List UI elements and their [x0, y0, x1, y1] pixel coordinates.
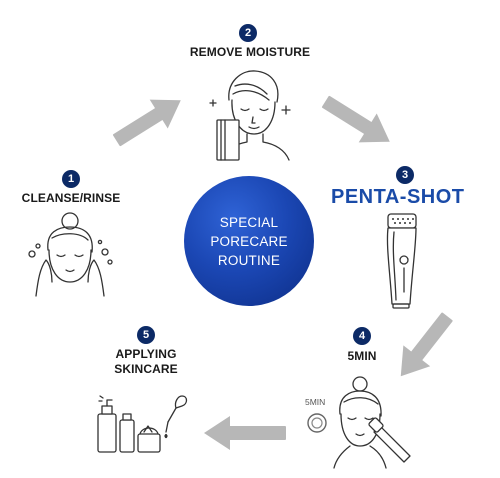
step-1-badge: 1 — [62, 170, 80, 188]
center-title-line-1: SPECIAL — [219, 214, 279, 230]
timer-icon — [307, 413, 327, 433]
penta-shot-brand: PENTA-SHOT — [331, 186, 465, 208]
step-2-badge: 2 — [239, 24, 257, 42]
step-1-label: CLEANSE/RINSE — [21, 191, 121, 205]
cleansing-face-illustration — [28, 212, 113, 297]
penta-shot-device-illustration — [386, 213, 417, 309]
center-routine-circle: SPECIAL PORECARE ROUTINE — [184, 176, 314, 306]
towel-face-illustration — [209, 70, 291, 161]
center-title-line-2: PORECARE — [210, 233, 288, 249]
timer-label: 5MIN — [305, 397, 326, 407]
step-4-label: 5MIN — [347, 349, 377, 363]
arrow-step2-to-step3 — [321, 95, 390, 143]
arrow-step3-to-step4 — [400, 312, 453, 377]
step-4-badge: 4 — [353, 327, 371, 345]
step-2-label: REMOVE MOISTURE — [189, 45, 311, 59]
step-5-label-line-1: APPLYING — [115, 347, 177, 361]
arrow-step4-to-step5 — [204, 416, 286, 450]
arrow-step1-to-step2 — [112, 99, 181, 147]
center-title-line-3: ROUTINE — [217, 252, 281, 268]
step-5-badge: 5 — [137, 326, 155, 344]
skincare-products-illustration — [97, 395, 188, 453]
step-5-label-line-2: SKINCARE — [114, 362, 178, 376]
device-use-face-illustration — [333, 376, 411, 469]
step-3-badge: 3 — [396, 166, 414, 184]
